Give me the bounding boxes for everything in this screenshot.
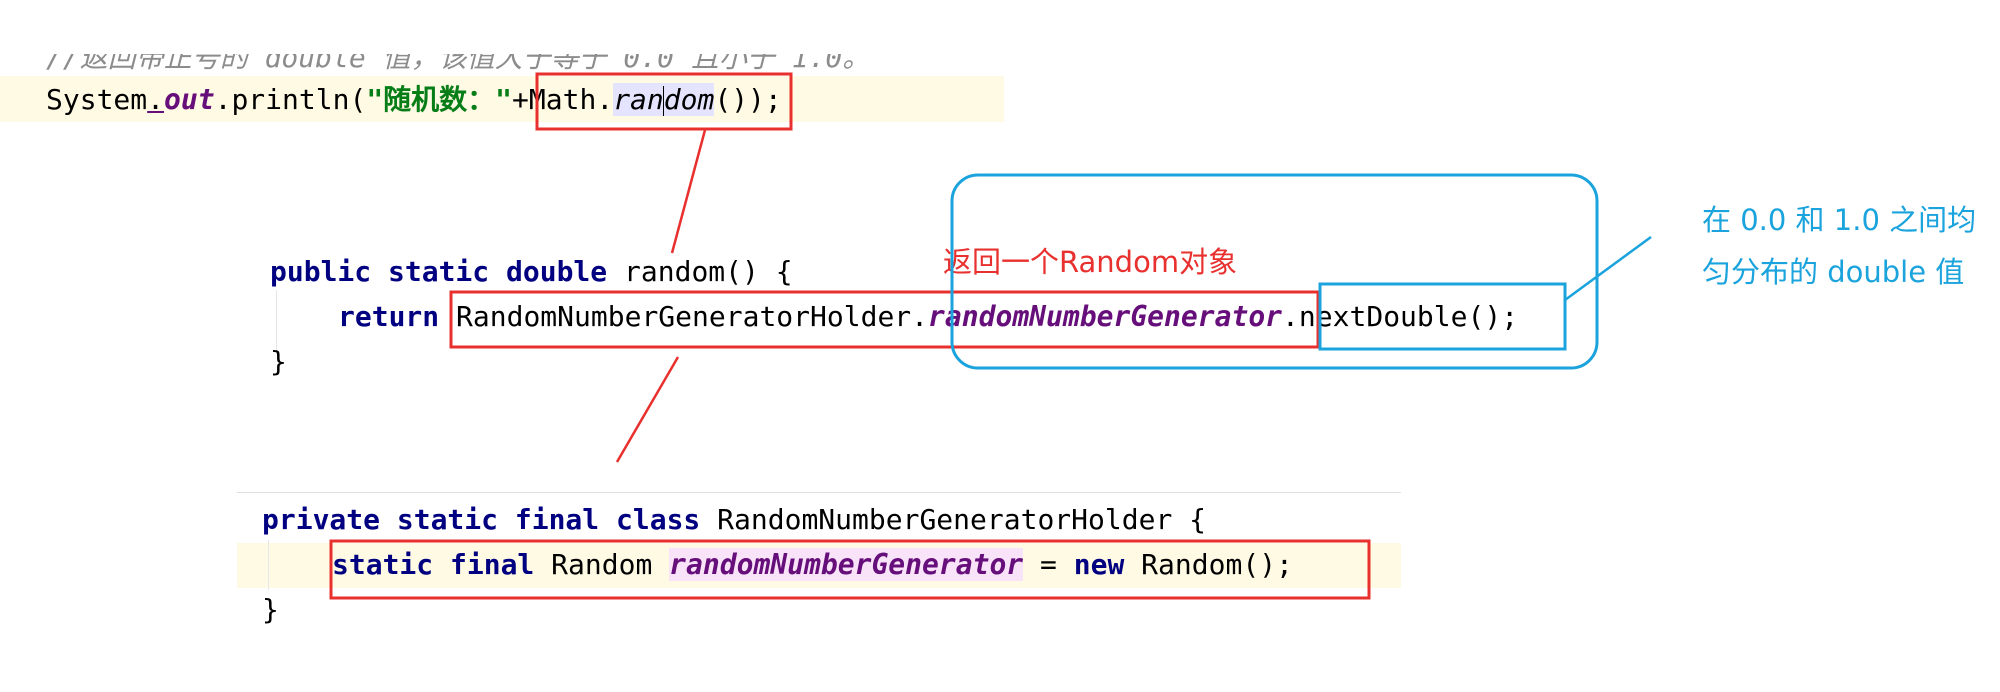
kw-return: return bbox=[338, 300, 440, 333]
blue-rounded-callout bbox=[950, 173, 1599, 370]
annotation-returns-random-object: 返回一个Random对象 bbox=[943, 245, 1238, 279]
dot-before-next-double: . bbox=[1282, 300, 1299, 333]
usage-code-line[interactable]: System.out.println("随机数："+Math.random())… bbox=[46, 82, 782, 118]
red-connector-2 bbox=[615, 356, 680, 463]
red-box-math-random-call bbox=[535, 72, 793, 131]
token-string-literal: "随机数：" bbox=[366, 83, 513, 116]
red-box-field-declaration bbox=[329, 539, 1371, 600]
blue-connector bbox=[1564, 235, 1652, 302]
indent-guide-2 bbox=[276, 290, 277, 350]
equals-sign: = bbox=[1023, 548, 1074, 581]
kw-private-static-final-class: private static final class bbox=[262, 503, 701, 536]
kw-static-final: static final bbox=[332, 548, 535, 581]
random-method-line-2[interactable]: return RandomNumberGeneratorHolder.rando… bbox=[338, 299, 1518, 335]
red-box-holder-field bbox=[449, 290, 1320, 349]
token-close-parens: ()) bbox=[714, 83, 765, 116]
token-random-a: ran bbox=[613, 83, 664, 116]
holder-ref: RandomNumberGeneratorHolder. bbox=[456, 300, 929, 333]
token-semicolon: ; bbox=[764, 83, 782, 116]
type-random: Random bbox=[534, 548, 670, 581]
next-double-call: nextDouble(); bbox=[1298, 300, 1519, 333]
annotation-uniform-double-line-2: 匀分布的 double 值 bbox=[1702, 255, 1965, 289]
holder-class-line-1[interactable]: private static final class RandomNumberG… bbox=[262, 502, 1206, 538]
kw-new: new bbox=[1073, 548, 1125, 581]
random-method-line-3[interactable]: } bbox=[270, 344, 287, 380]
code-separator bbox=[237, 492, 1401, 493]
red-connector-1 bbox=[670, 129, 707, 254]
kw-public-static-double: public static double bbox=[270, 255, 608, 288]
blue-box-next-double bbox=[1318, 282, 1567, 351]
annotation-uniform-double-line-1: 在 0.0 和 1.0 之间均 bbox=[1702, 203, 1977, 237]
token-println: .println( bbox=[214, 83, 367, 116]
indent-guide-3 bbox=[268, 540, 269, 590]
javadoc-comment: //返回带正号的 double 值，该值大于等于 0.0 且小于 1.0。 bbox=[46, 41, 871, 74]
random-constructor: Random(); bbox=[1124, 548, 1293, 581]
holder-class-name: RandomNumberGeneratorHolder { bbox=[700, 503, 1207, 536]
token-dot: . bbox=[147, 83, 165, 116]
holder-class-line-2[interactable]: static final Random randomNumberGenerato… bbox=[332, 547, 1293, 583]
token-plus: + bbox=[512, 83, 529, 116]
closing-brace-2: } bbox=[270, 345, 287, 378]
random-method-line-1[interactable]: public static double random() { bbox=[270, 254, 793, 290]
token-math: Math. bbox=[528, 83, 614, 116]
field-random-number-generator: randomNumberGenerator bbox=[928, 300, 1283, 333]
closing-brace-3: } bbox=[262, 593, 279, 626]
current-line-highlight-1 bbox=[0, 76, 1004, 122]
field-decl-random-number-generator: randomNumberGenerator bbox=[669, 548, 1024, 581]
random-signature: random() { bbox=[607, 255, 793, 288]
holder-class-line-3[interactable]: } bbox=[262, 592, 279, 628]
token-random-b: dom bbox=[663, 83, 715, 116]
token-out: out bbox=[164, 83, 215, 116]
token-system: System bbox=[46, 83, 148, 116]
